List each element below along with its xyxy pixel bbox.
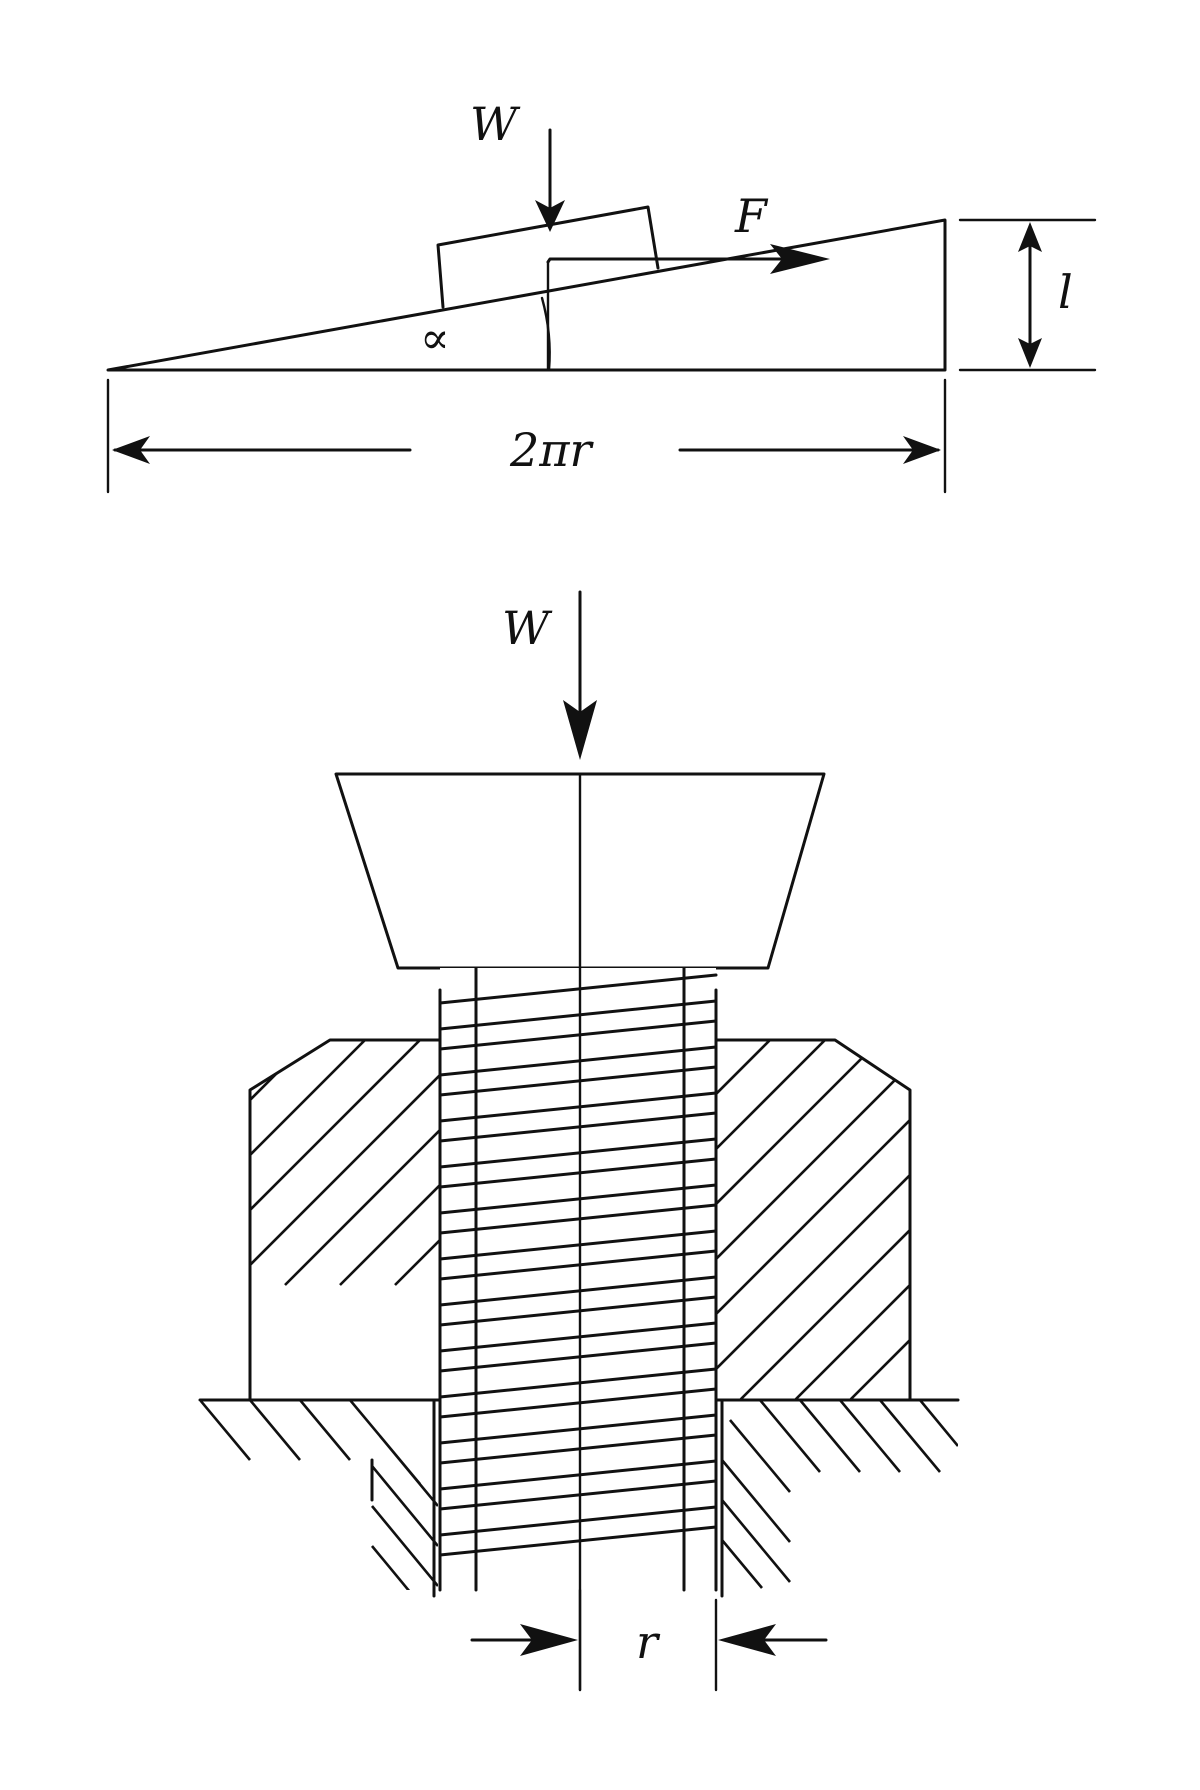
load-arrow-top <box>535 128 565 232</box>
lead-label: l <box>1058 265 1073 319</box>
incline-wedge <box>106 218 947 372</box>
load-arrow-bottom <box>563 590 597 760</box>
top-load-label: W <box>470 97 521 151</box>
circumference-label: 2πr <box>509 423 594 477</box>
screw-jack-figure: W <box>198 590 960 1692</box>
bore-walls <box>432 1398 724 1598</box>
base-left <box>200 1400 438 1590</box>
sliding-block <box>436 205 660 309</box>
circumference-dimension <box>106 378 947 494</box>
force-label: F <box>734 189 769 243</box>
bottom-load-label: W <box>502 601 553 655</box>
angle-label: ∝ <box>420 313 450 364</box>
screw-thread <box>438 772 718 1692</box>
radius-dimension <box>470 1588 828 1692</box>
base-right <box>720 1400 958 1589</box>
radius-label: r <box>636 1615 661 1669</box>
force-arrow <box>546 244 830 274</box>
nut-right <box>714 1038 912 1402</box>
nut-left <box>248 1038 442 1402</box>
angle-arc <box>540 296 551 372</box>
inclined-plane-figure: ∝ W F l 2πr <box>106 97 1097 494</box>
lead-dimension <box>958 218 1097 372</box>
